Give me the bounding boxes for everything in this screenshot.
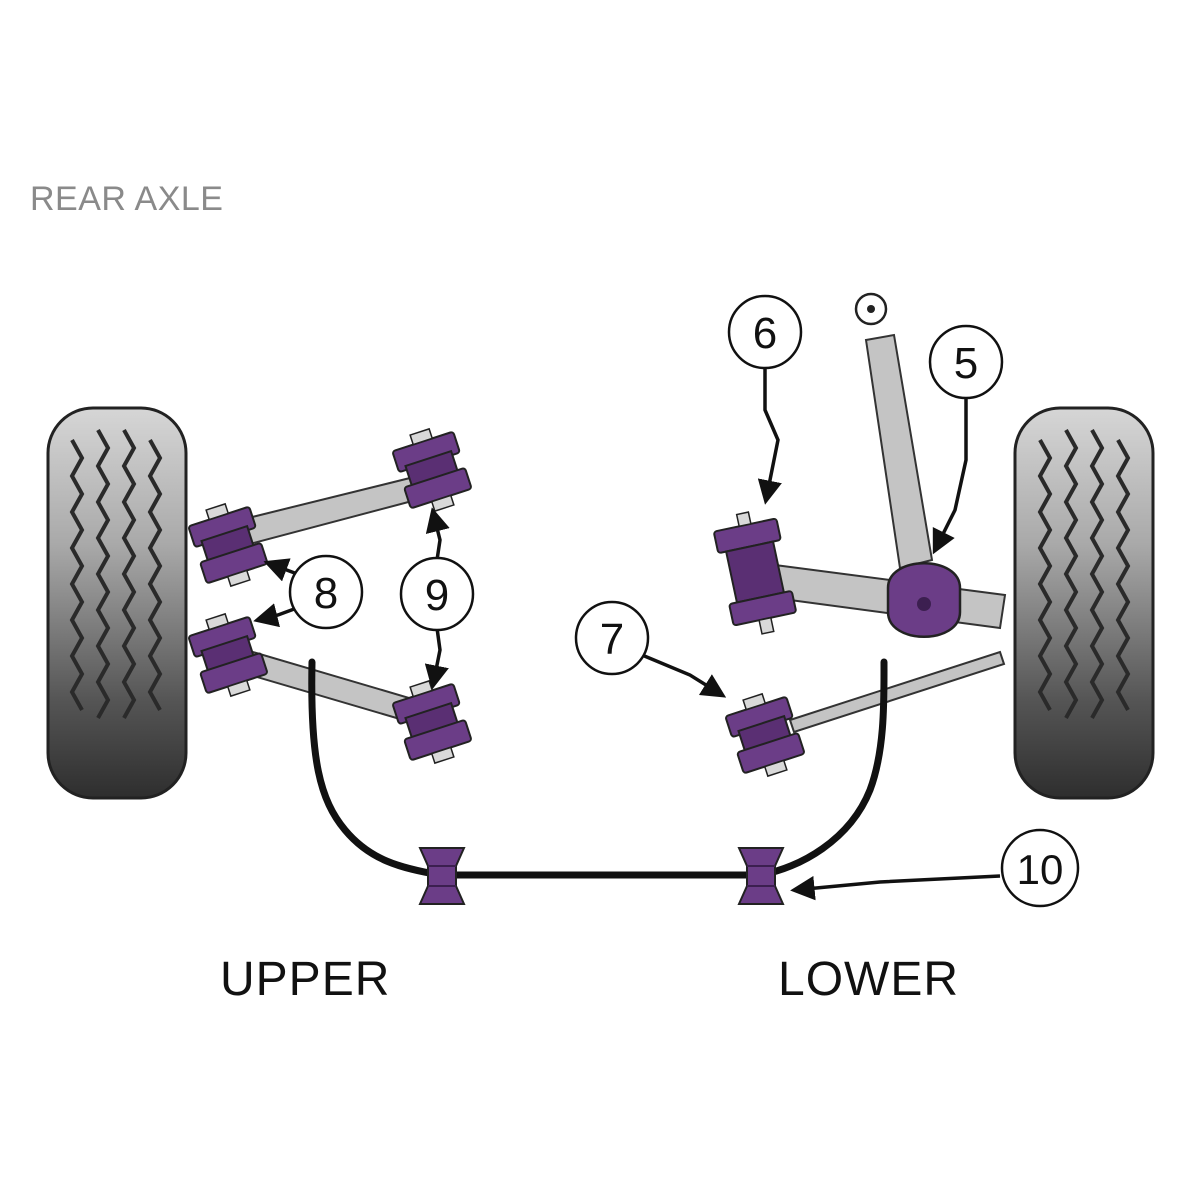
callout-7: 7: [574, 600, 650, 676]
lower-bush-6: [713, 511, 797, 635]
callout-10: 10: [1000, 828, 1080, 908]
hub-bush: [886, 562, 962, 638]
upper-bush-top-left: [184, 496, 272, 594]
callout-6: 6: [727, 294, 803, 370]
upper-arm-bottom: [238, 648, 418, 724]
callout-6-label: 6: [753, 309, 777, 358]
leader-9-down: [424, 627, 449, 690]
right-tyre: [1013, 406, 1155, 800]
callout-9-label: 9: [425, 571, 449, 620]
callout-9: 9: [399, 556, 475, 632]
strut: [854, 292, 934, 570]
leader-6: [757, 368, 782, 505]
upper-label: UPPER: [220, 953, 391, 1006]
lower-label: LOWER: [778, 953, 960, 1006]
upper-arm-top: [238, 476, 418, 547]
upper-bush-bottom-left: [184, 606, 272, 704]
anti-roll-bar: [308, 658, 888, 879]
callout-5: 5: [928, 324, 1004, 400]
callout-8: 8: [288, 554, 364, 630]
left-tyre: [46, 406, 188, 800]
callout-10-label: 10: [1017, 846, 1064, 893]
callout-8-label: 8: [314, 569, 338, 618]
leader-10: [790, 874, 1001, 901]
leader-5: [932, 392, 968, 555]
lower-link-rod: [788, 650, 1006, 734]
callout-7-label: 7: [600, 615, 624, 664]
leader-9-up: [425, 507, 450, 561]
upper-bush-bottom-right: [388, 673, 476, 771]
leader-7: [641, 653, 727, 698]
lower-bush-7: [721, 686, 809, 784]
page-title: REAR AXLE: [30, 180, 224, 218]
callout-5-label: 5: [954, 339, 978, 388]
